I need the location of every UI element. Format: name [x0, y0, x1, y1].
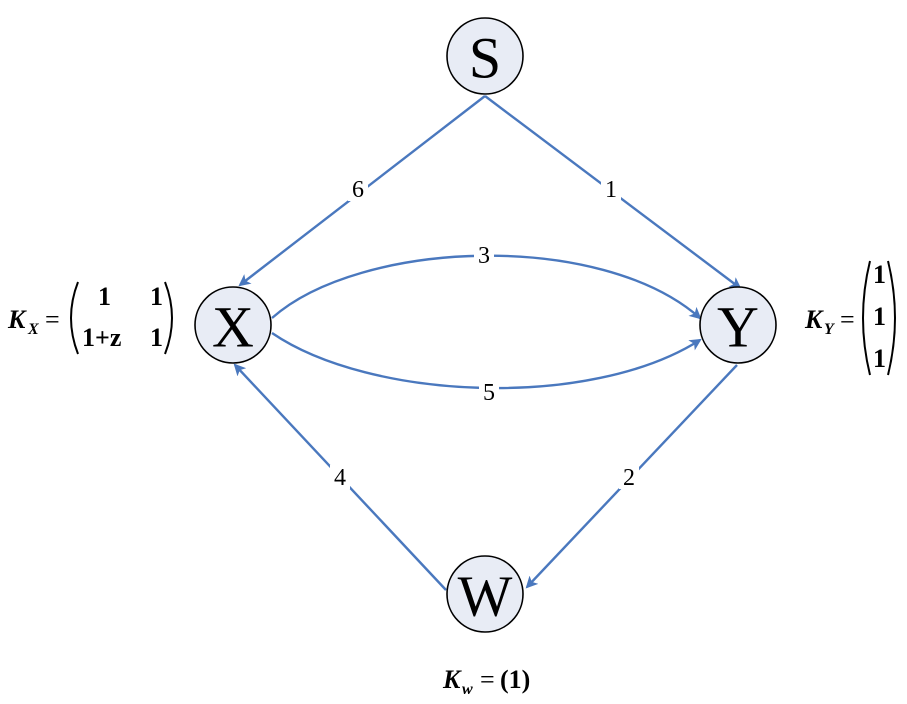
matrix-ky: K Y = 1 1 1: [804, 260, 896, 376]
edge-label-1: 1: [605, 177, 617, 203]
matrix-ky-left-paren: [862, 260, 871, 376]
matrix-ky-cell-3: 1: [873, 344, 886, 373]
matrix-kx: K X = 1 1 1+z 1: [7, 281, 173, 355]
matrix-ky-equals: =: [840, 305, 855, 334]
node-s: S: [446, 17, 524, 95]
edge-label-4: 4: [334, 465, 346, 491]
node-s-circle: [446, 17, 524, 95]
node-x-circle: [194, 286, 272, 364]
matrix-kx-cell-2-1: 1+z: [82, 323, 121, 352]
matrix-ky-cell-2: 1: [873, 302, 886, 331]
matrix-kx-symbol: K: [7, 305, 27, 334]
matrix-ky-right-paren: [887, 260, 896, 376]
node-w-circle: [446, 555, 524, 633]
matrix-kw-equals: =: [480, 665, 495, 694]
matrix-kw: K w = (1): [442, 665, 530, 698]
node-y-circle: [699, 286, 777, 364]
matrix-kw-symbol: K: [442, 665, 462, 694]
matrix-kx-equals: =: [45, 305, 60, 334]
node-w-label: W: [458, 564, 513, 629]
matrix-ky-symbol: K: [804, 305, 824, 334]
node-s-label: S: [469, 26, 501, 91]
node-y-label: Y: [717, 295, 759, 360]
edge-label-3: 3: [478, 243, 490, 269]
matrix-kw-subscript: w: [462, 681, 473, 698]
edge-label-5: 5: [483, 380, 495, 406]
node-w: W: [446, 555, 524, 633]
node-x-label: X: [212, 295, 254, 360]
node-y: Y: [699, 286, 777, 364]
edge-labels: 1 2 3 4 5 6: [330, 177, 639, 491]
matrix-ky-cell-1: 1: [873, 260, 886, 289]
matrix-kx-cell-1-2: 1: [150, 282, 163, 311]
matrix-ky-subscript: Y: [824, 321, 835, 338]
matrix-kx-cell-2-2: 1: [150, 323, 163, 352]
matrix-kw-value: (1): [500, 665, 530, 694]
matrix-kx-left-paren: [70, 281, 79, 355]
matrix-kx-subscript: X: [27, 321, 39, 338]
edges: [233, 95, 742, 591]
node-x: X: [194, 286, 272, 364]
matrix-kx-cell-1-1: 1: [98, 282, 111, 311]
edge-label-6: 6: [352, 177, 364, 203]
matrix-kx-right-paren: [164, 281, 173, 355]
edge-label-2: 2: [623, 465, 635, 491]
